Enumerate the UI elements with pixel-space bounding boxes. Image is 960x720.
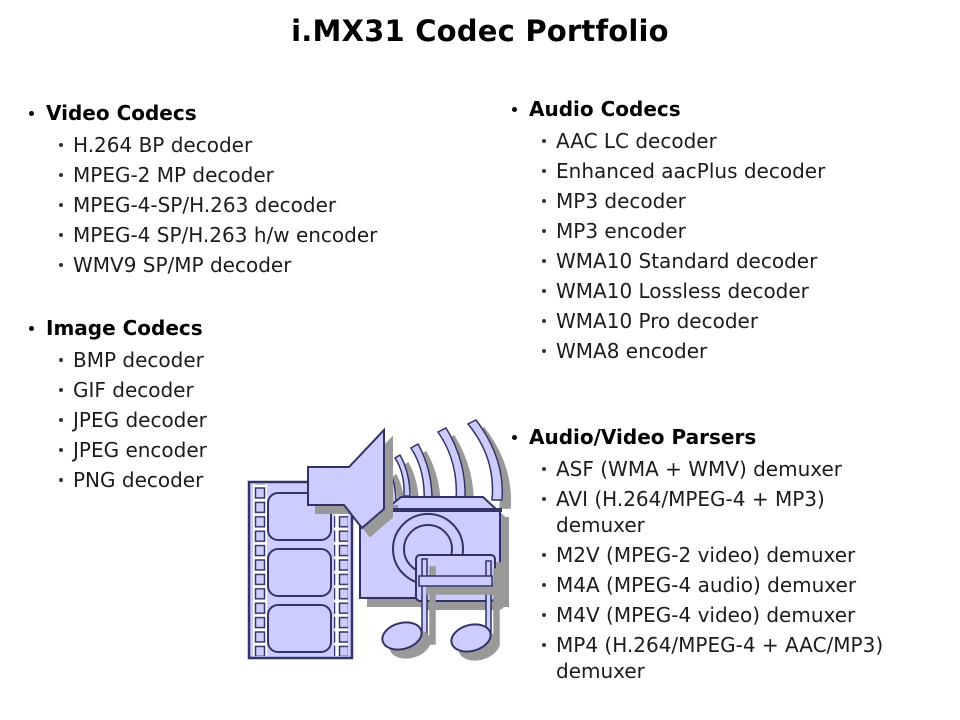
list-item-label: MPEG-2 MP decoder [73, 163, 274, 187]
list-item: MPEG-4 SP/H.263 h/w encoder [28, 222, 468, 248]
bullet-icon [542, 349, 546, 353]
list-item-label: WMA10 Pro decoder [556, 309, 759, 333]
list-item-label: AAC LC decoder [556, 129, 717, 153]
sound-waves-icon [383, 419, 504, 505]
list-item: WMA10 Standard decoder [511, 248, 911, 274]
list-item: WMA10 Lossless decoder [511, 278, 911, 304]
list-item: ASF (WMA + WMV) demuxer [511, 456, 911, 482]
music-notes-icon [381, 554, 496, 653]
bullet-icon [542, 199, 546, 203]
list-item: H.264 BP decoder [28, 132, 468, 158]
list-item-label: WMA8 encoder [556, 339, 708, 363]
list-item: JPEG encoder [28, 437, 468, 463]
bullet-icon [59, 388, 63, 392]
section-title-parsers: Audio/Video Parsers [529, 425, 757, 449]
bullet-icon [542, 553, 546, 557]
list-item-label: WMV9 SP/MP decoder [73, 253, 292, 277]
list-item-label: MP3 encoder [556, 219, 686, 243]
list-item: JPEG decoder [28, 407, 468, 433]
list-item: AVI (H.264/MPEG-4 + MP3) demuxer [511, 486, 911, 538]
bullet-icon [59, 263, 63, 267]
bullet-icon [542, 139, 546, 143]
bullet-icon [59, 478, 63, 482]
list-item: MPEG-4-SP/H.263 decoder [28, 192, 468, 218]
list-item-label: GIF decoder [73, 378, 194, 402]
list-item: M4V (MPEG-4 video) demuxer [511, 602, 911, 628]
list-item: MPEG-2 MP decoder [28, 162, 468, 188]
multimedia-illustration [247, 419, 504, 660]
list-item-label: PNG decoder [73, 468, 204, 492]
list-item-label: Enhanced aacPlus decoder [556, 159, 826, 183]
list-item: MP3 decoder [511, 188, 911, 214]
bullet-icon [542, 467, 546, 471]
bullet-icon [59, 143, 63, 147]
list-item-label: MPEG-4 SP/H.263 h/w encoder [73, 223, 378, 247]
list-item-label: WMA10 Lossless decoder [556, 279, 809, 303]
list-item: MP4 (H.264/MPEG-4 + AAC/MP3) demuxer [511, 632, 911, 684]
bullet-icon [542, 259, 546, 263]
section-title-video: Video Codecs [46, 101, 197, 125]
list-item: BMP decoder [28, 347, 468, 373]
film-strip-icon [247, 480, 354, 660]
bullet-icon [59, 418, 63, 422]
list-item: MP3 encoder [511, 218, 911, 244]
list-item-label: H.264 BP decoder [73, 133, 253, 157]
list-item-label: MP4 (H.264/MPEG-4 + AAC/MP3) demuxer [556, 633, 884, 683]
bullet-icon [59, 448, 63, 452]
list-item-label: WMA10 Standard decoder [556, 249, 818, 273]
bullet-icon [542, 643, 546, 647]
list-item-label: JPEG encoder [73, 438, 207, 462]
bullet-icon [512, 434, 517, 440]
bullet-icon [29, 325, 34, 331]
list-item-label: ASF (WMA + WMV) demuxer [556, 457, 843, 481]
bullet-icon [542, 497, 546, 501]
list-item: WMA10 Pro decoder [511, 308, 911, 334]
bullet-icon [59, 233, 63, 237]
section-title-audio: Audio Codecs [529, 97, 681, 121]
bullet-icon [542, 169, 546, 173]
bullet-icon [59, 203, 63, 207]
list-item: WMA8 encoder [511, 338, 911, 364]
list-item: M4A (MPEG-4 audio) demuxer [511, 572, 911, 598]
list-item: Enhanced aacPlus decoder [511, 158, 911, 184]
list-item-label: M4A (MPEG-4 audio) demuxer [556, 573, 857, 597]
bullet-icon [542, 613, 546, 617]
list-item-label: AVI (H.264/MPEG-4 + MP3) demuxer [556, 487, 825, 537]
list-item-label: M2V (MPEG-2 video) demuxer [556, 543, 856, 567]
section-av-parsers: Audio/Video Parsers ASF (WMA + WMV) demu… [511, 424, 911, 688]
bullet-icon [59, 358, 63, 362]
speaker-horn-icon [307, 427, 385, 530]
list-item: WMV9 SP/MP decoder [28, 252, 468, 278]
section-title-image: Image Codecs [46, 316, 203, 340]
list-item-label: M4V (MPEG-4 video) demuxer [556, 603, 856, 627]
bullet-icon [542, 319, 546, 323]
bullet-icon [29, 110, 34, 116]
bullet-icon [59, 173, 63, 177]
list-item-label: BMP decoder [73, 348, 204, 372]
bullet-icon [542, 229, 546, 233]
list-item: GIF decoder [28, 377, 468, 403]
list-item-label: JPEG decoder [73, 408, 207, 432]
bullet-icon [512, 106, 517, 112]
bullet-icon [542, 583, 546, 587]
bullet-icon [542, 289, 546, 293]
list-item: PNG decoder [28, 467, 468, 493]
list-item-label: MP3 decoder [556, 189, 686, 213]
slide-title: i.MX31 Codec Portfolio [291, 14, 669, 48]
list-item: AAC LC decoder [511, 128, 911, 154]
list-item: M2V (MPEG-2 video) demuxer [511, 542, 911, 568]
list-item-label: MPEG-4-SP/H.263 decoder [73, 193, 337, 217]
